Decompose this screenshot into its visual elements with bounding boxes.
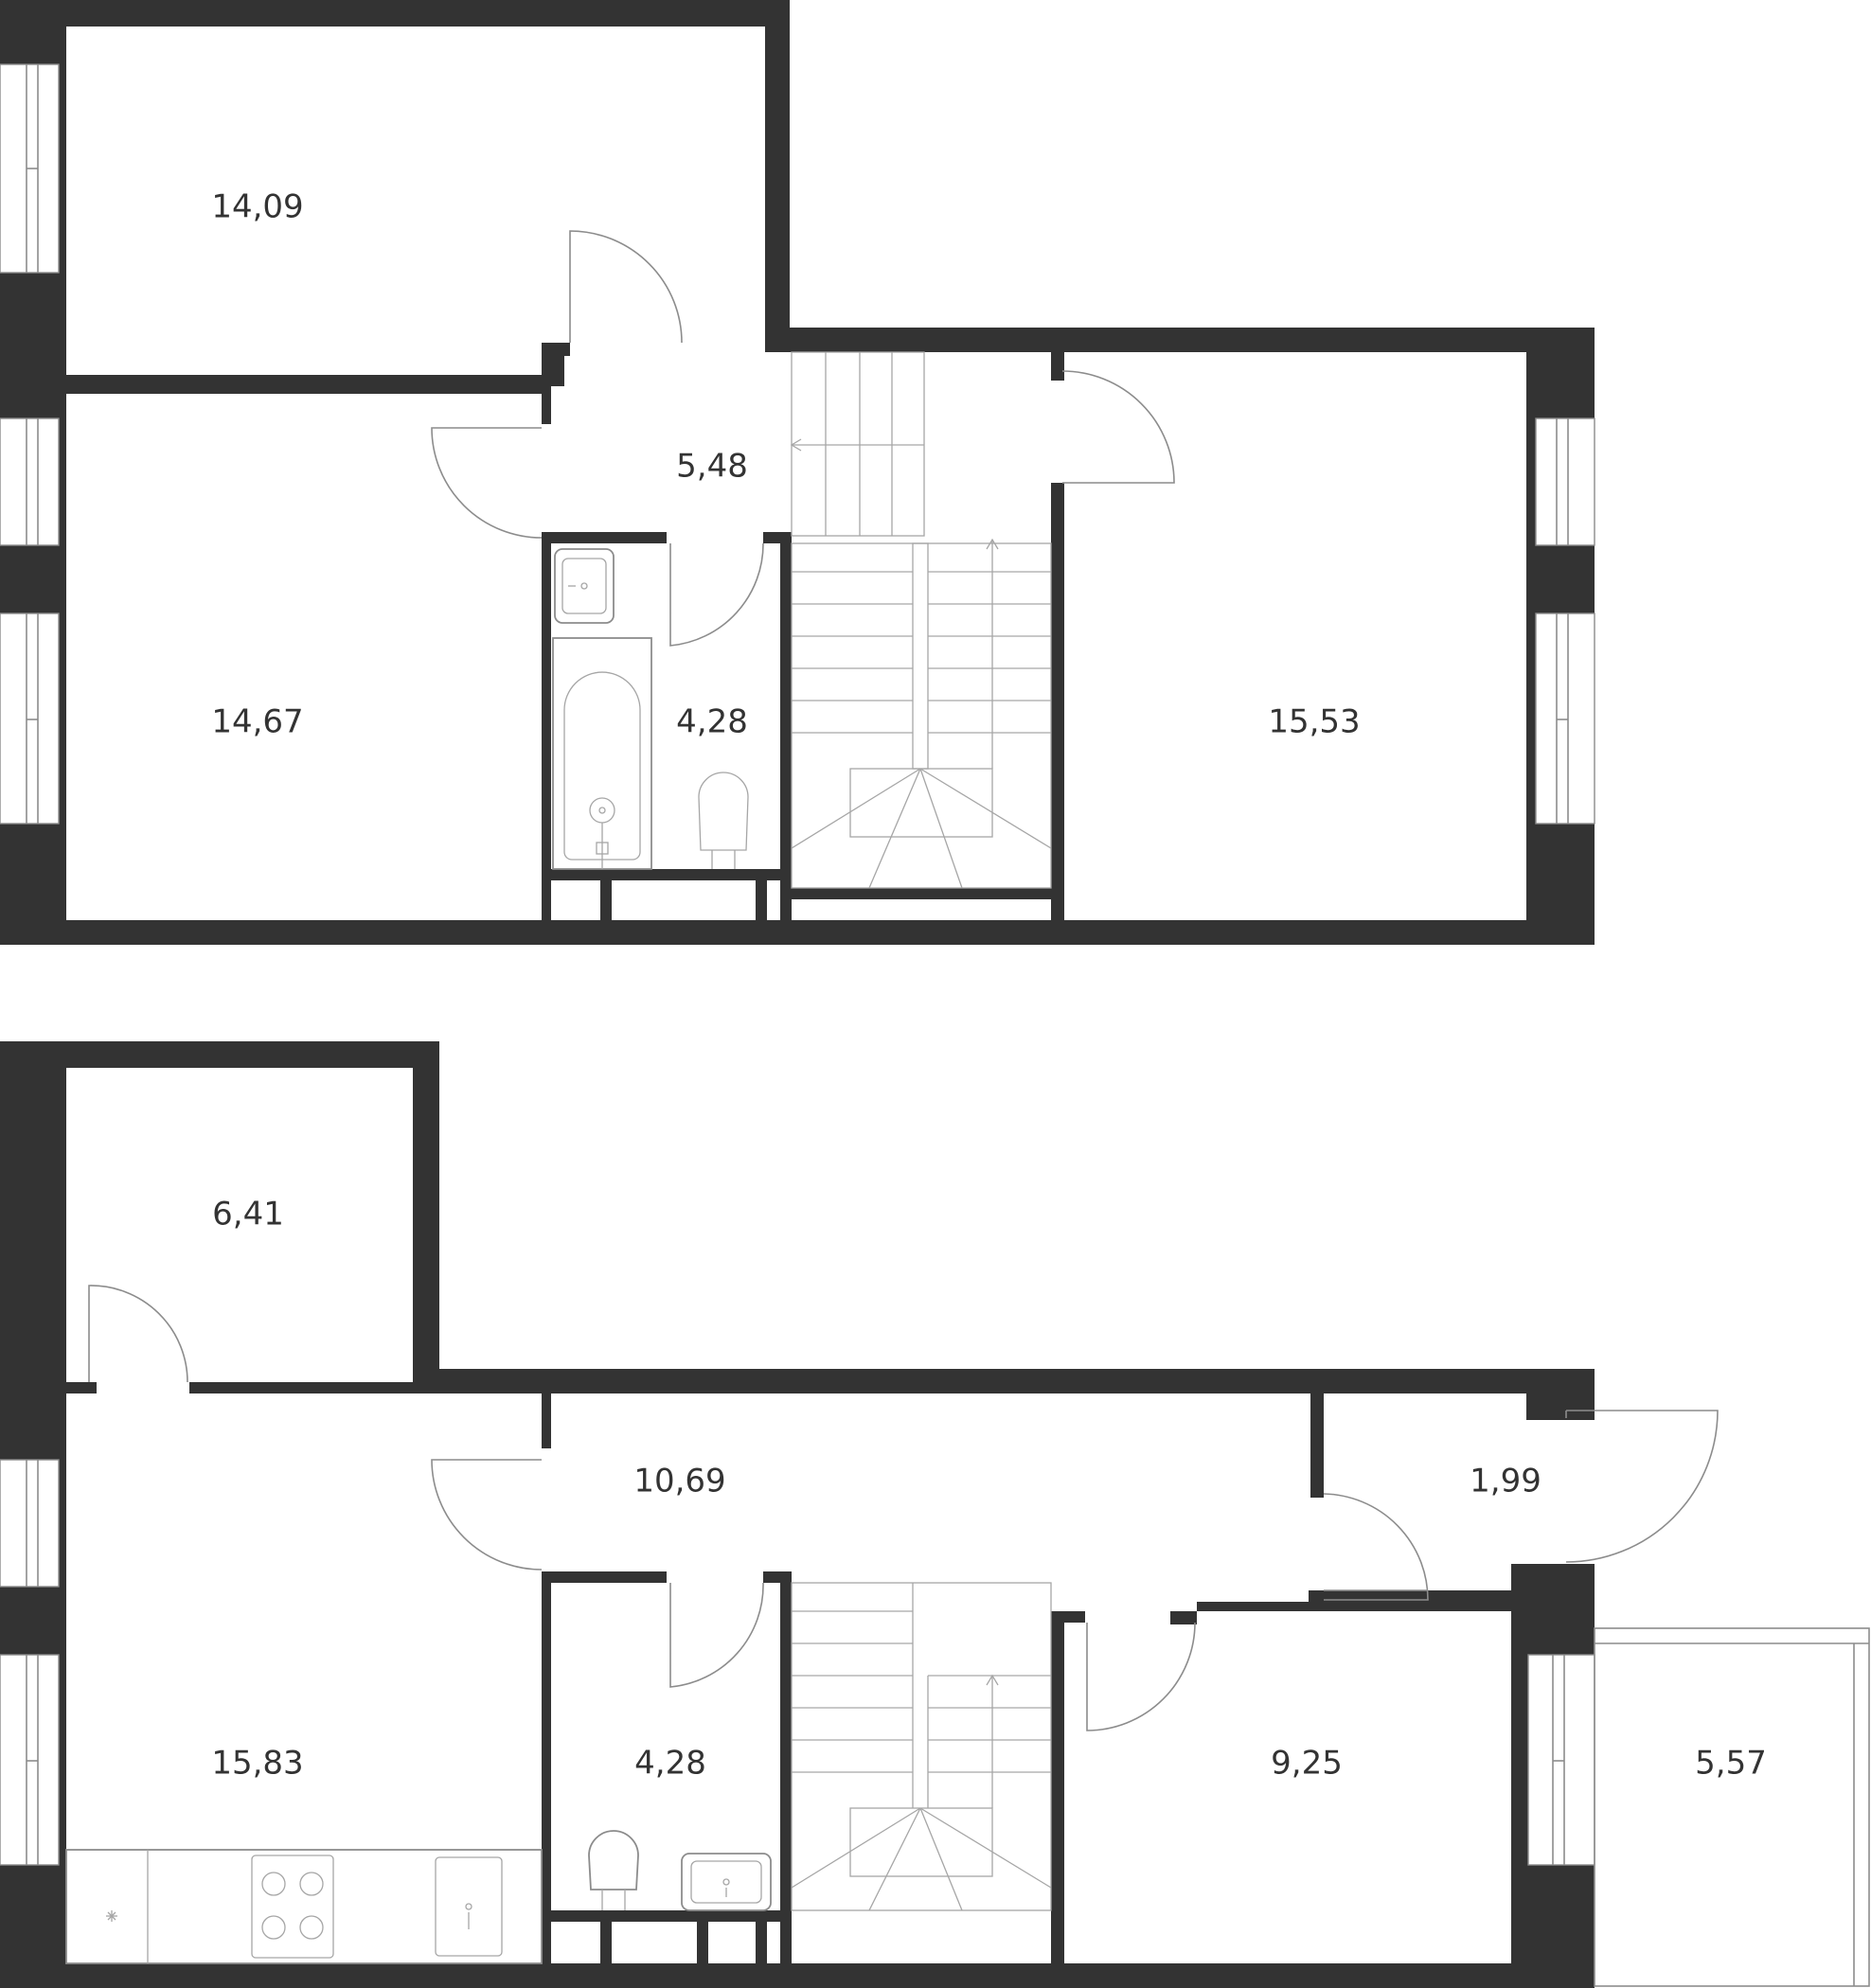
room-area-label: 4,28 [634,1745,706,1783]
room-area-label: 15,53 [1268,703,1360,741]
upper-labels: 14,09 14,67 5,48 4,28 15,53 [211,188,1360,741]
upper-doors [431,230,1175,647]
lower-doors [88,1285,1719,1731]
upper-walls [0,0,1595,945]
upper-windows [0,63,1595,825]
room-area-label: 9,25 [1271,1745,1343,1783]
balcony-outline [1594,1627,1870,1987]
room-area-label: 6,41 [212,1196,284,1234]
lower-labels: 6,41 10,69 1,99 15,83 4,28 9,25 5,57 [211,1196,1767,1783]
extractor-fan-icon [106,1910,117,1922]
room-area-label: 14,09 [211,188,303,226]
upper-stairs [790,351,1052,889]
lower-stairs [791,1582,1052,1911]
room-area-label: 10,69 [633,1463,725,1500]
room-area-label: 5,48 [676,448,748,486]
kitchen-counter [65,1849,543,1964]
upper-bath-fixtures [552,548,749,870]
lower-floor: 6,41 10,69 1,99 15,83 4,28 9,25 5,57 [0,1041,1870,1988]
lower-windows [0,1459,1595,1866]
lower-bath-fixtures [588,1830,772,1911]
room-area-label: 14,67 [211,703,303,741]
lower-walls [0,1041,1595,1988]
upper-floor: 14,09 14,67 5,48 4,28 15,53 [0,0,1595,945]
room-area-label: 5,57 [1695,1745,1767,1783]
room-area-label: 1,99 [1470,1463,1541,1500]
room-area-label: 4,28 [676,703,748,741]
room-area-label: 15,83 [211,1745,303,1783]
